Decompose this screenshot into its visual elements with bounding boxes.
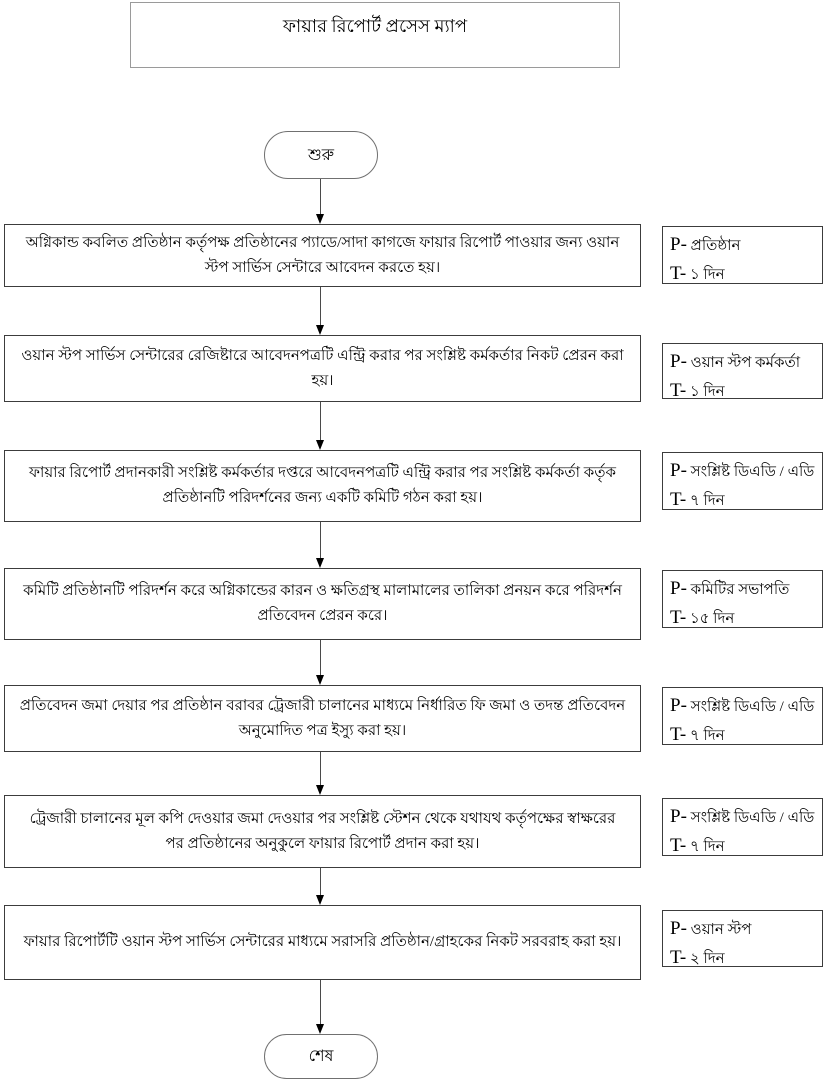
end-label: শেষ <box>308 1048 334 1065</box>
person-prefix: P- <box>670 234 687 255</box>
person-line: P- সংশ্লিষ্ট ডিএডি / এডি <box>670 691 816 720</box>
flow-arrow <box>316 179 325 224</box>
arrow-line <box>320 752 321 787</box>
person-prefix: P- <box>670 578 687 599</box>
responsibility-box-5: P- সংশ্লিষ্ট ডিএডি / এডি T- ৭ দিন <box>662 687 823 745</box>
arrow-head-icon <box>316 558 324 568</box>
process-box-6: ট্রেজারী চালানের মূল কপি দেওয়ার জমা দেও… <box>4 795 641 868</box>
person-value: সংশ্লিষ্ট ডিএডি / এডি <box>690 699 815 715</box>
person-prefix: P- <box>670 695 687 716</box>
person-prefix: P- <box>670 460 687 481</box>
responsibility-box-4: P- কমিটির সভাপতি T- ১৫ দিন <box>662 570 823 628</box>
time-prefix: T- <box>670 724 687 745</box>
responsibility-box-1: P- প্রতিষ্ঠান T- ১ দিন <box>662 226 823 284</box>
process-text: ফায়ার রিপোর্ট প্রদানকারী সংশ্লিষ্ট কর্ম… <box>29 465 616 506</box>
flow-arrow <box>316 287 325 335</box>
process-text: কমিটি প্রতিষ্ঠানটি পরিদর্শন করে অগ্নিকান… <box>23 583 622 624</box>
time-line: T- ২ দিন <box>670 943 816 967</box>
person-value: ওয়ান স্টপ <box>690 922 752 938</box>
arrow-head-icon <box>316 440 324 450</box>
time-line: T- ১ দিন <box>670 259 816 284</box>
end-terminal: শেষ <box>264 1034 378 1079</box>
arrow-line <box>320 640 321 677</box>
time-value: ১ দিন <box>689 267 725 284</box>
person-line: P- কমিটির সভাপতি <box>670 574 816 603</box>
arrow-line <box>320 402 321 442</box>
arrow-head-icon <box>316 675 324 685</box>
arrow-line <box>320 522 321 560</box>
time-line: T- ৭ দিন <box>670 485 816 510</box>
process-box-7: ফায়ার রিপোর্টটি ওয়ান স্টপ সার্ভিস সেন্… <box>4 905 641 980</box>
time-line: T- ১৫ দিন <box>670 603 816 628</box>
time-prefix: T- <box>670 489 687 510</box>
person-prefix: P- <box>670 806 687 827</box>
process-text: অগ্নিকান্ড কবলিত প্রতিষ্ঠান কর্তৃপক্ষ প্… <box>25 234 620 276</box>
person-line: P- ওয়ান স্টপ কর্মকর্তা <box>670 347 816 376</box>
process-box-3: ফায়ার রিপোর্ট প্রদানকারী সংশ্লিষ্ট কর্ম… <box>4 450 641 522</box>
process-box-2: ওয়ান স্টপ সার্ভিস সেন্টারের রেজিষ্টারে … <box>4 335 641 402</box>
time-value: ২ দিন <box>689 951 725 967</box>
start-terminal: শুরু <box>264 131 378 179</box>
page-title: ফায়ার রিপোর্ট প্রসেস ম্যাপ <box>130 2 620 68</box>
time-prefix: T- <box>670 263 687 284</box>
process-box-4: কমিটি প্রতিষ্ঠানটি পরিদর্শন করে অগ্নিকান… <box>4 568 641 640</box>
process-text: ট্রেজারী চালানের মূল কপি দেওয়ার জমা দেও… <box>29 810 616 852</box>
person-line: P- সংশ্লিষ্ট ডিএডি / এডি <box>670 456 816 485</box>
flow-arrow <box>316 402 325 450</box>
flow-arrow <box>316 752 325 795</box>
arrow-line <box>320 287 321 327</box>
responsibility-box-6: P- সংশ্লিষ্ট ডিএডি / এডি T- ৭ দিন <box>662 798 823 856</box>
arrow-line <box>320 868 321 897</box>
process-text: ফায়ার রিপোর্টটি ওয়ান স্টপ সার্ভিস সেন্… <box>23 934 622 951</box>
person-line: P- সংশ্লিষ্ট ডিএডি / এডি <box>670 802 816 831</box>
time-line: T- ৭ দিন <box>670 720 816 745</box>
flow-arrow <box>316 640 325 685</box>
person-prefix: P- <box>670 918 687 939</box>
arrow-line <box>320 179 321 216</box>
arrow-head-icon <box>316 785 324 795</box>
arrow-head-icon <box>316 214 324 224</box>
time-prefix: T- <box>670 380 687 399</box>
process-text: ওয়ান স্টপ সার্ভিস সেন্টারের রেজিষ্টারে … <box>21 347 624 389</box>
time-value: ৭ দিন <box>689 728 725 745</box>
person-line: P- প্রতিষ্ঠান <box>670 230 816 259</box>
responsibility-box-7: P- ওয়ান স্টপ T- ২ দিন <box>662 910 823 967</box>
person-value: কমিটির সভাপতি <box>690 582 790 598</box>
flow-arrow <box>316 522 325 568</box>
arrow-line <box>320 980 321 1026</box>
arrow-head-icon <box>316 895 324 905</box>
flow-arrow <box>316 868 325 905</box>
responsibility-box-2: P- ওয়ান স্টপ কর্মকর্তা T- ১ দিন <box>662 343 823 399</box>
time-value: ১ দিন <box>689 384 725 399</box>
time-value: ১৫ দিন <box>689 611 735 628</box>
time-value: ৭ দিন <box>689 839 725 856</box>
person-value: সংশ্লিষ্ট ডিএডি / এডি <box>690 464 815 480</box>
person-line: P- ওয়ান স্টপ <box>670 914 816 943</box>
responsibility-box-3: P- সংশ্লিষ্ট ডিএডি / এডি T- ৭ দিন <box>662 452 823 510</box>
process-box-5: প্রতিবেদন জমা দেয়ার পর প্রতিষ্ঠান বরাবর… <box>4 685 641 752</box>
arrow-head-icon <box>316 325 324 335</box>
person-value: প্রতিষ্ঠান <box>690 238 741 254</box>
time-value: ৭ দিন <box>689 493 725 510</box>
start-label: শুরু <box>307 146 335 164</box>
time-prefix: T- <box>670 607 687 628</box>
person-prefix: P- <box>670 351 687 372</box>
process-text: প্রতিবেদন জমা দেয়ার পর প্রতিষ্ঠান বরাবর… <box>19 697 626 739</box>
time-prefix: T- <box>670 835 687 856</box>
time-line: T- ৭ দিন <box>670 831 816 856</box>
time-prefix: T- <box>670 947 687 967</box>
arrow-head-icon <box>316 1024 324 1034</box>
person-value: ওয়ান স্টপ কর্মকর্তা <box>690 355 801 371</box>
process-box-1: অগ্নিকান্ড কবলিত প্রতিষ্ঠান কর্তৃপক্ষ প্… <box>4 224 641 287</box>
person-value: সংশ্লিষ্ট ডিএডি / এডি <box>690 810 815 826</box>
flow-arrow <box>316 980 325 1034</box>
time-line: T- ১ দিন <box>670 376 816 399</box>
